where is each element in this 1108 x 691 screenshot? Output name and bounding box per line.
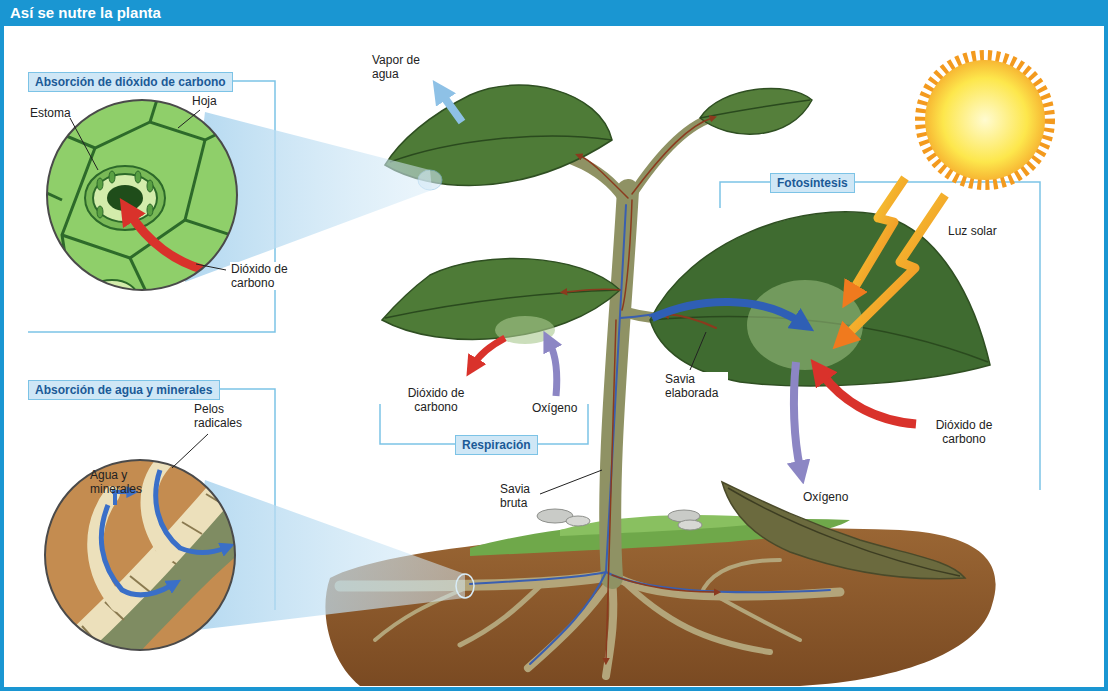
heading-text: Absorción de dióxido de carbono xyxy=(35,75,226,89)
part-label: Pelos radicales xyxy=(194,402,252,430)
part-label: Estoma xyxy=(30,106,71,120)
section-heading: Fotosíntesis xyxy=(770,173,855,193)
heading-text: Absorción de agua y minerales xyxy=(35,383,213,397)
part-label: Dióxido de carbono xyxy=(230,262,298,290)
heading-text: Fotosíntesis xyxy=(777,176,848,190)
part-label: Savia bruta xyxy=(500,482,540,510)
part-label: Agua y minerales xyxy=(90,468,150,496)
part-label: Oxígeno xyxy=(803,490,848,504)
part-label: Oxígeno xyxy=(532,401,577,415)
section-heading: Absorción de agua y minerales xyxy=(28,380,220,400)
part-label: Luz solar xyxy=(948,224,997,238)
part-label: Savia elaborada xyxy=(664,372,728,400)
part-label: Vapor de agua xyxy=(372,53,420,81)
diagram-title: Así se nutre la planta xyxy=(10,4,161,22)
heading-text: Respiración xyxy=(462,438,531,452)
part-label: Dióxido de carbono xyxy=(930,418,998,446)
section-heading: Respiración xyxy=(455,435,538,455)
section-heading: Absorción de dióxido de carbono xyxy=(28,72,233,92)
part-label: Dióxido de carbono xyxy=(402,386,470,414)
part-label: Hoja xyxy=(192,94,217,108)
